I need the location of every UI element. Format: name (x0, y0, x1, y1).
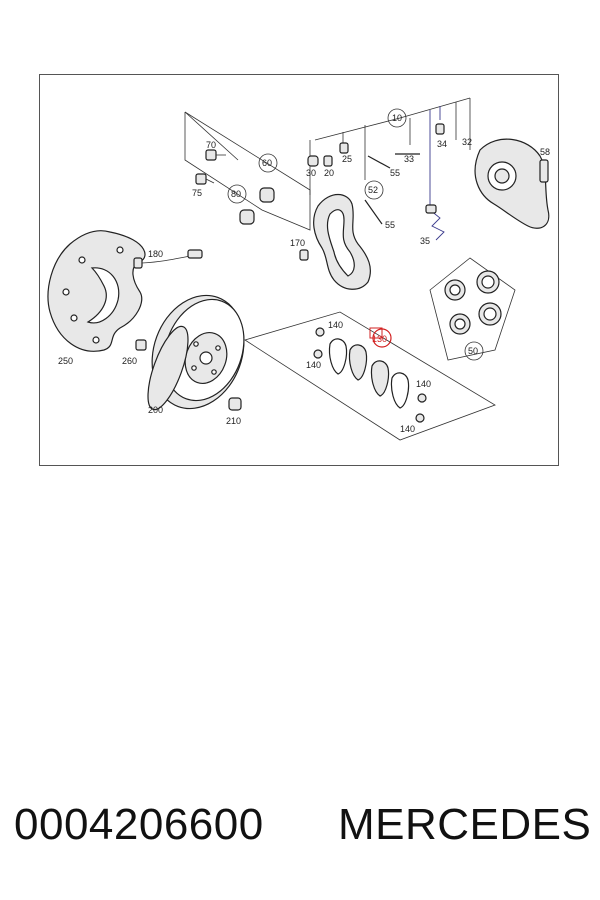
label-200: 200 (148, 405, 163, 415)
brake-shield (47, 230, 146, 352)
label-140a: 140 (328, 320, 343, 330)
label-35: 35 (420, 236, 430, 246)
label-180: 180 (148, 249, 163, 259)
callout-labels: 10 70 60 75 80 30 20 25 55 33 34 32 58 5… (58, 113, 550, 434)
seal-kit (444, 270, 502, 335)
label-140b: 140 (306, 360, 321, 370)
label-55a: 55 (390, 168, 400, 178)
label-130: 130 (372, 334, 387, 344)
wear-sensor (133, 249, 203, 269)
label-170: 170 (290, 238, 305, 248)
label-250: 250 (58, 356, 73, 366)
small-parts (135, 123, 445, 411)
brake-pads (313, 327, 427, 423)
label-260: 260 (122, 356, 137, 366)
label-25: 25 (342, 154, 352, 164)
part-number: 0004206600 (14, 800, 264, 849)
callout-circles (227, 108, 484, 361)
label-75: 75 (192, 188, 202, 198)
label-58: 58 (540, 147, 550, 157)
label-60: 60 (262, 158, 272, 168)
steering-knuckle (474, 138, 550, 229)
label-10: 10 (392, 113, 402, 123)
label-33: 33 (404, 154, 414, 164)
caliper-carrier (313, 193, 371, 290)
spring-clip (425, 204, 445, 241)
parts-diagram: 10 70 60 75 80 30 20 25 55 33 34 32 58 5… (39, 74, 559, 466)
exploded-view: 10 70 60 75 80 30 20 25 55 33 34 32 58 5… (47, 97, 550, 441)
label-140d: 140 (400, 424, 415, 434)
brake-disc (147, 294, 245, 411)
leader-lines (184, 97, 516, 441)
label-140c: 140 (416, 379, 431, 389)
label-55b: 55 (385, 220, 395, 230)
product-caption: 0004206600 MERCEDES (0, 800, 600, 860)
label-20: 20 (324, 168, 334, 178)
label-52: 52 (368, 185, 378, 195)
label-70: 70 (206, 140, 216, 150)
label-80: 80 (231, 189, 241, 199)
label-32: 32 (462, 137, 472, 147)
label-30: 30 (306, 168, 316, 178)
label-210: 210 (226, 416, 241, 426)
diagram-frame (39, 74, 559, 466)
brand-name: MERCEDES (338, 800, 592, 849)
label-34: 34 (437, 139, 447, 149)
label-50: 50 (468, 346, 478, 356)
